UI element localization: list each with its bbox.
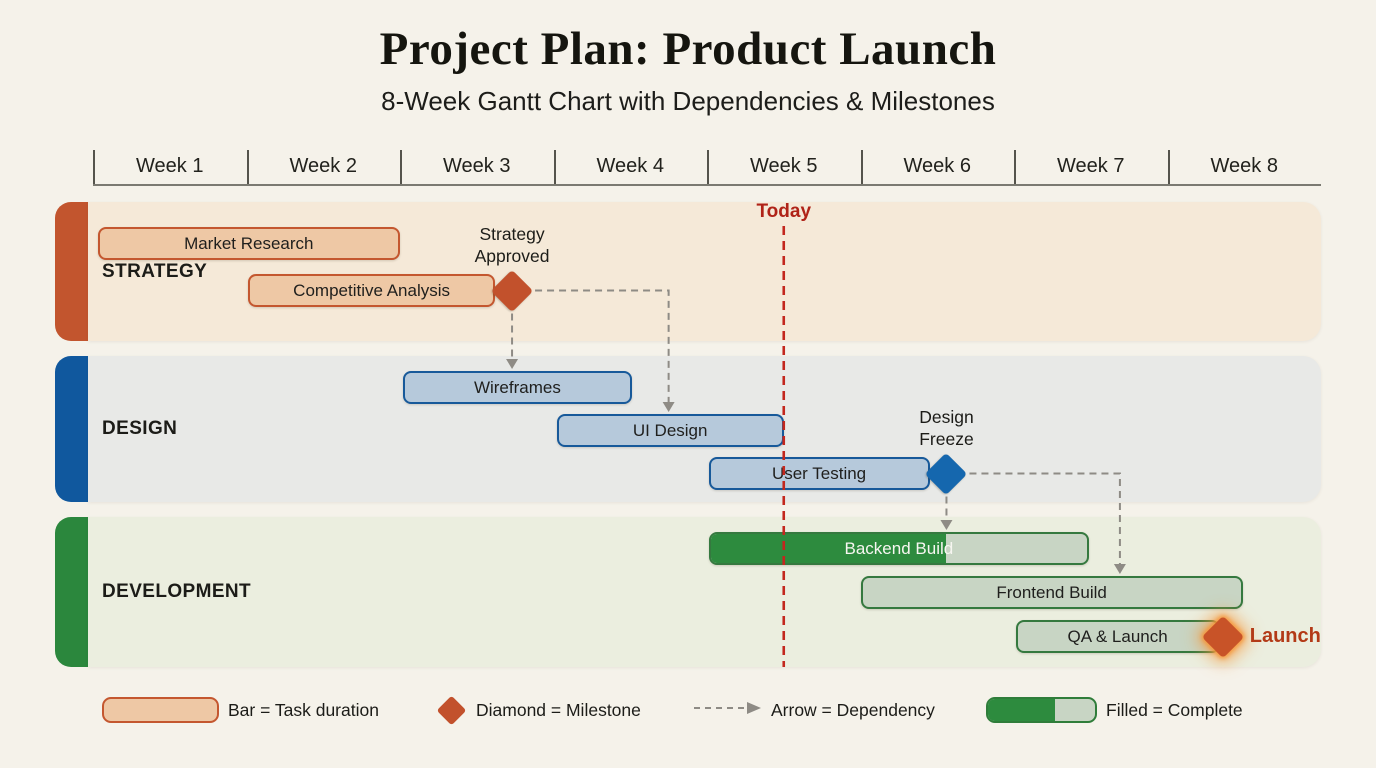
lane-accent-strategy — [55, 202, 88, 341]
legend-label: Diamond = Milestone — [476, 699, 641, 720]
task-bar-qa-launch: QA & Launch — [1015, 620, 1220, 653]
legend-filled-swatch — [986, 697, 1097, 723]
week-tick — [400, 150, 402, 186]
week-tick — [860, 150, 863, 186]
week-header-8: Week 8 — [1210, 155, 1278, 177]
legend-diamond-icon — [436, 695, 467, 725]
lane-accent-development — [55, 517, 88, 667]
legend-item-diamond: Diamond = Milestone — [436, 695, 641, 725]
lane-bg-strategy — [88, 202, 1321, 341]
header-underline — [93, 184, 1321, 186]
task-bar-backend-build: Backend Build — [708, 532, 1090, 565]
legend-label: Bar = Task duration — [228, 699, 379, 720]
legend-label: Filled = Complete — [1106, 699, 1243, 720]
task-label: Frontend Build — [996, 582, 1107, 602]
chart-subtitle: 8-Week Gantt Chart with Dependencies & M… — [381, 86, 995, 116]
task-bar-user-testing: User Testing — [708, 457, 930, 490]
task-label: Market Research — [184, 233, 314, 253]
lane-label-design: DESIGN — [102, 418, 178, 439]
milestone-label-launch: Launch — [1249, 624, 1321, 647]
legend-filled-inner — [988, 699, 1056, 721]
week-header-1: Week 1 — [136, 155, 204, 177]
task-label: Backend Build — [844, 538, 954, 558]
legend-item-filled: Filled = Complete — [986, 695, 1243, 725]
task-bar-ui-design: UI Design — [556, 414, 784, 447]
week-tick — [93, 150, 95, 186]
week-tick — [553, 150, 556, 186]
legend-item-arrow: Arrow = Dependency — [692, 695, 935, 725]
task-bar-competitive-analysis: Competitive Analysis — [248, 274, 496, 307]
lane-accent-design — [55, 356, 88, 502]
legend-label: Arrow = Dependency — [771, 699, 935, 720]
legend-item-bar: Bar = Task duration — [102, 695, 379, 725]
task-label: QA & Launch — [1067, 626, 1168, 646]
week-header-3: Week 3 — [443, 155, 511, 177]
task-label: UI Design — [632, 420, 708, 440]
task-bar-frontend-build: Frontend Build — [860, 576, 1243, 609]
legend-bar-swatch — [102, 697, 219, 723]
week-header-7: Week 7 — [1057, 155, 1125, 177]
legend-arrow-icon — [692, 700, 762, 721]
task-label: Wireframes — [473, 377, 561, 397]
task-label: Competitive Analysis — [293, 280, 451, 300]
week-header-4: Week 4 — [596, 155, 664, 177]
week-tick — [707, 150, 709, 186]
lane-label-development: DEVELOPMENT — [102, 581, 252, 602]
week-tick — [1014, 150, 1016, 186]
week-tick — [1167, 150, 1170, 186]
today-label: Today — [756, 201, 812, 222]
week-header-6: Week 6 — [903, 155, 971, 177]
task-bar-wireframes: Wireframes — [403, 371, 632, 404]
task-bar-market-research: Market Research — [97, 227, 400, 260]
task-progress-fill — [710, 534, 946, 563]
milestone-label-strategy-approved: Strategy Approved — [474, 223, 550, 266]
week-header-2: Week 2 — [289, 155, 357, 177]
week-tick — [246, 150, 249, 186]
week-header-5: Week 5 — [750, 155, 818, 177]
lane-label-strategy: STRATEGY — [102, 260, 208, 282]
milestone-label-design-freeze: Design Freeze — [919, 406, 974, 449]
chart-title: Project Plan: Product Launch — [379, 23, 997, 75]
task-label: User Testing — [771, 463, 867, 483]
